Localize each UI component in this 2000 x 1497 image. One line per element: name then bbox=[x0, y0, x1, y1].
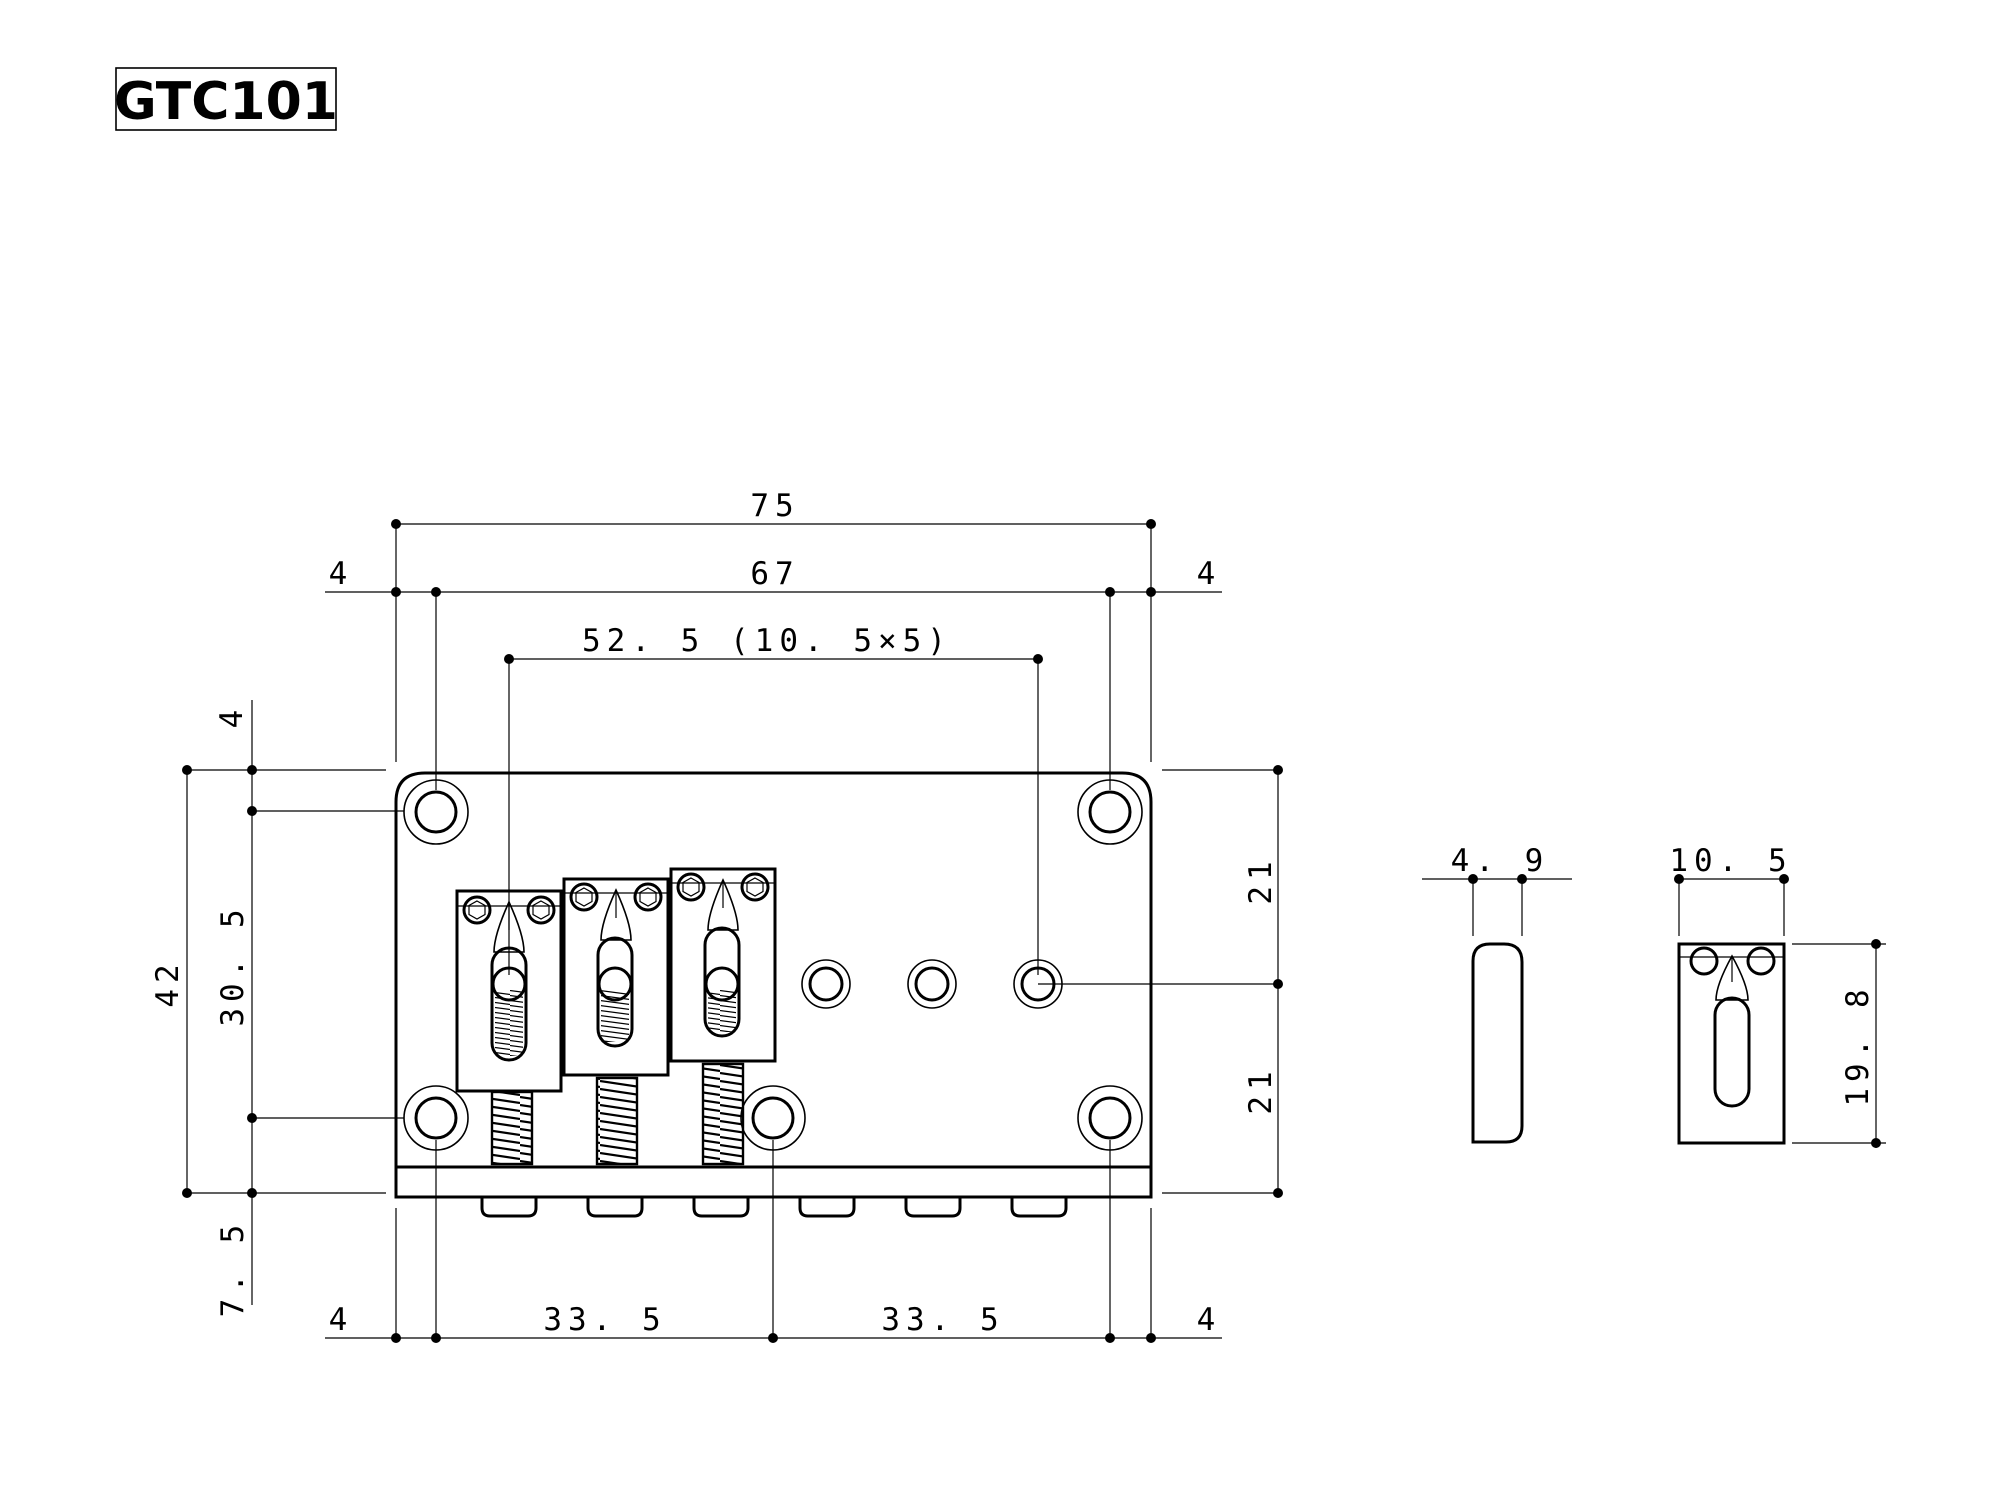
dimension-lines bbox=[182, 519, 1283, 1343]
dim-lower-half: 21 bbox=[1243, 1065, 1279, 1114]
intonation-screw-heads bbox=[480, 1197, 1068, 1218]
dim-bottom-left-span: 33. 5 bbox=[543, 1302, 666, 1338]
dim-saddle-side-width: 4. 9 bbox=[1451, 843, 1550, 879]
dim-height: 42 bbox=[150, 958, 186, 1007]
model-label-box: GTC101 bbox=[114, 67, 338, 132]
dim-bottom-right-margin: 4 bbox=[1197, 1302, 1222, 1338]
dimension-labels: 75 67 4 4 52. 5 (10. 5×5) 4 42 30. 5 7. … bbox=[150, 488, 1279, 1338]
dim-bottom-right-span: 33. 5 bbox=[881, 1302, 1004, 1338]
dim-saddle-length: 19. 8 bbox=[1840, 983, 1876, 1106]
dim-overall-width: 75 bbox=[750, 488, 799, 524]
dim-bottom-left-margin: 4 bbox=[329, 1302, 354, 1338]
dim-left-margin: 4 bbox=[329, 556, 354, 592]
dim-top-offset: 4 bbox=[214, 704, 250, 729]
baseplate bbox=[394, 771, 1153, 1199]
saddle-spring-2 bbox=[595, 1076, 639, 1166]
saddle-spring-1 bbox=[490, 1090, 534, 1166]
model-label: GTC101 bbox=[114, 72, 338, 132]
string-hole-5 bbox=[907, 959, 957, 1009]
saddle-3 bbox=[669, 867, 777, 1063]
dim-mount-hole-vertical: 30. 5 bbox=[215, 903, 251, 1026]
dim-upper-half: 21 bbox=[1243, 855, 1279, 904]
dim-front-lip: 7. 5 bbox=[215, 1219, 251, 1318]
string-hole-4 bbox=[801, 959, 851, 1009]
saddle-2 bbox=[562, 877, 670, 1077]
dim-right-margin: 4 bbox=[1197, 556, 1222, 592]
dim-hole-spacing: 67 bbox=[750, 556, 799, 592]
saddle-spring-3 bbox=[701, 1062, 745, 1166]
dim-string-spacing: 52. 5 (10. 5×5) bbox=[582, 623, 952, 659]
saddle-top-view: 10. 5 19. 8 bbox=[1669, 843, 1886, 1148]
saddle-side-view: 4. 9 bbox=[1422, 843, 1572, 1144]
dim-saddle-top-width: 10. 5 bbox=[1669, 843, 1792, 879]
